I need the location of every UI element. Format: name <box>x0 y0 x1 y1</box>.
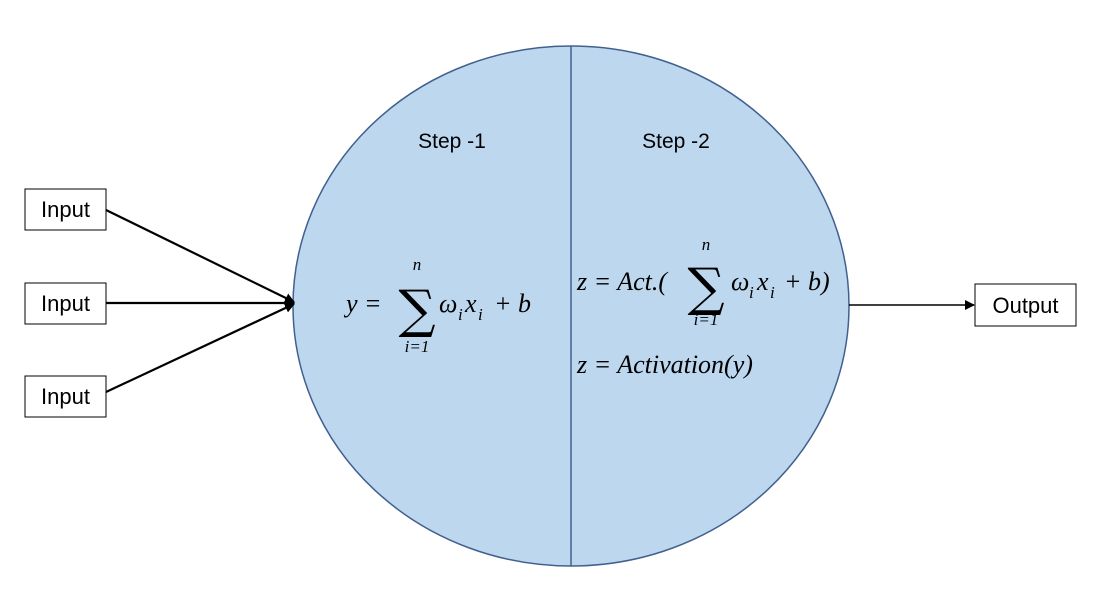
input-label: Input <box>41 197 90 222</box>
eq2-omega: ω <box>731 267 749 296</box>
eq1-sum-lower: i=1 <box>405 337 430 356</box>
step-1-heading: Step -1 <box>418 130 486 153</box>
eq1-x: x <box>464 289 477 318</box>
eq1-sum-upper: n <box>413 255 422 274</box>
input-node-3: Input <box>24 375 107 418</box>
input-arrow-1 <box>105 209 295 303</box>
input-arrow-3 <box>105 303 295 393</box>
eq2-x-subscript: i <box>770 283 775 302</box>
eq2-lhs: z = Act.( <box>576 267 668 296</box>
eq2-activation: z = Activation(y) <box>576 350 753 379</box>
eq1-tail: + b <box>494 289 531 318</box>
eq2-tail: + b) <box>784 267 830 296</box>
eq2-sum-lower: i=1 <box>694 310 719 329</box>
eq2-omega-subscript: i <box>749 283 754 302</box>
eq1-x-subscript: i <box>478 305 483 324</box>
eq1-lhs: y = <box>343 289 382 318</box>
eq1-omega-subscript: i <box>458 305 463 324</box>
input-node-2: Input <box>24 282 107 325</box>
input-label: Input <box>41 291 90 316</box>
input-node-1: Input <box>24 188 107 231</box>
step-2-equation: z = Act.( n ∑ i=1 ω i x i + b) <box>576 235 830 329</box>
eq2-x: x <box>756 267 769 296</box>
eq1-omega: ω <box>439 289 457 318</box>
eq1-sigma-symbol: ∑ <box>398 280 435 340</box>
eq2-sigma-symbol: ∑ <box>687 258 724 318</box>
step-2-heading: Step -2 <box>642 130 710 153</box>
eq2-sum-upper: n <box>702 235 711 254</box>
output-node: Output <box>974 283 1077 327</box>
input-label: Input <box>41 384 90 409</box>
output-label: Output <box>992 293 1058 318</box>
step-1-equation: y = n ∑ i=1 ω i x i + b <box>343 255 531 356</box>
